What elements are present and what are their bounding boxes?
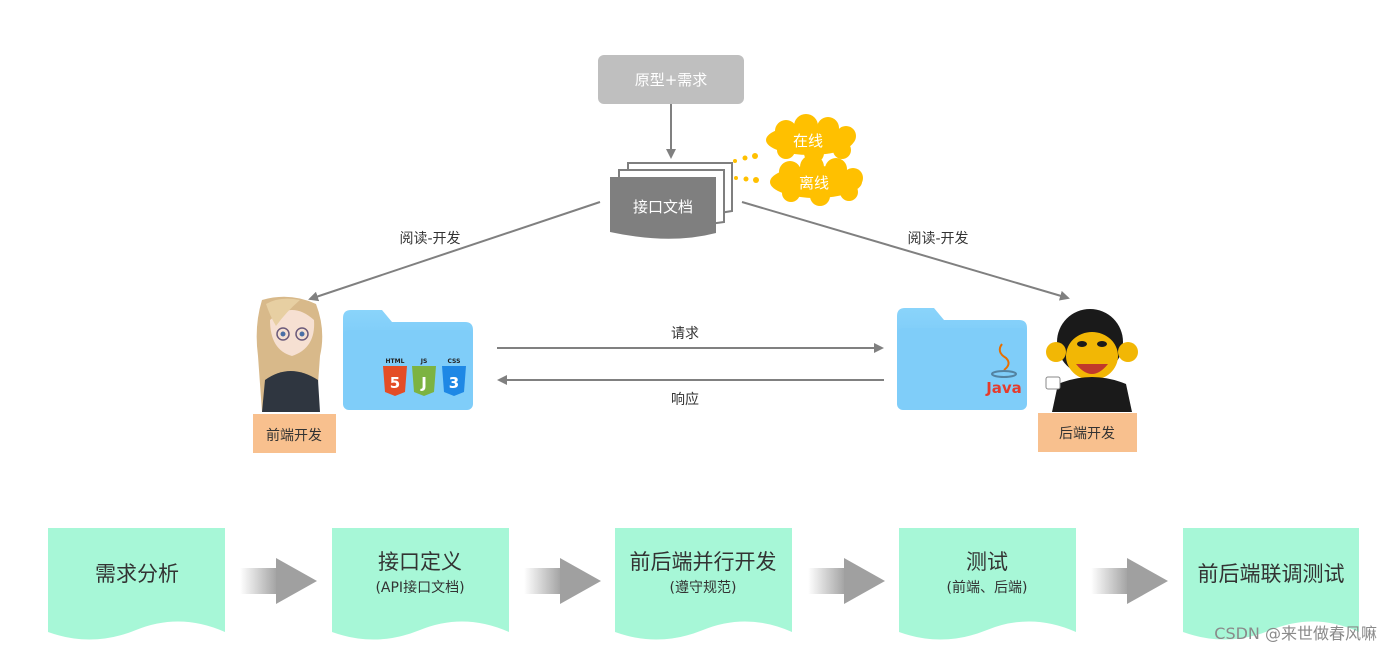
flow-step-parallel-dev: 前后端并行开发 (遵守规范) (615, 528, 792, 640)
read-dev-right-label: 阅读-开发 (907, 230, 968, 247)
read-dev-left-label: 阅读-开发 (399, 230, 460, 247)
read-dev-right-arrow (741, 201, 1070, 301)
flow-step-sub: (前端、后端) (947, 579, 1028, 596)
online-label: 在线 (793, 132, 823, 150)
request-label: 请求 (671, 326, 699, 342)
prototype-box: 原型+需求 (598, 55, 744, 104)
css3-icon: CSS 3 (442, 358, 466, 396)
frontend-folder: HTML 5 JS J CSS 3 (343, 310, 473, 410)
prototype-label: 原型+需求 (635, 71, 708, 89)
backend-label: 后端开发 (1059, 426, 1115, 442)
css-badge-label: CSS (448, 358, 461, 365)
thought-dots (733, 153, 759, 183)
java-label: Java (985, 379, 1022, 397)
flow-step-title: 前后端联调测试 (1198, 562, 1345, 586)
flow-step-api-definition: 接口定义 (API接口文档) (332, 528, 509, 640)
js-icon: JS J (412, 358, 436, 396)
process-flow: 需求分析 接口定义 (API接口文档) 前后端并行开发 (遵守规范) 测试 (前… (48, 528, 1359, 640)
flow-arrow-4 (1091, 558, 1168, 604)
css-badge-glyph: 3 (449, 374, 459, 392)
offline-label: 离线 (799, 174, 829, 192)
frontend-developer-avatar (256, 296, 323, 412)
frontend-label-box: 前端开发 (253, 414, 336, 453)
flow-step-integration-test: 前后端联调测试 (1183, 528, 1359, 640)
flow-step-title: 测试 (966, 550, 1008, 574)
flow-arrow-1 (240, 558, 317, 604)
flow-step-title: 前后端并行开发 (630, 550, 777, 574)
html-badge-glyph: 5 (390, 374, 400, 392)
read-dev-left-arrow (308, 201, 601, 302)
api-doc-label: 接口文档 (633, 198, 693, 216)
backend-label-box: 后端开发 (1038, 413, 1137, 452)
flow-arrow-2 (524, 558, 601, 604)
offline-cloud: 离线 (770, 155, 863, 206)
flow-step-title: 需求分析 (95, 562, 179, 586)
flow-step-sub: (API接口文档) (375, 579, 464, 596)
backend-developer-avatar (1045, 309, 1138, 412)
watermark: CSDN @来世做春风嘛 (1214, 624, 1377, 643)
backend-folder: Java (897, 308, 1027, 410)
java-icon: Java (985, 343, 1022, 397)
flow-step-title: 接口定义 (378, 550, 462, 574)
api-doc-stack: 接口文档 (610, 162, 733, 239)
response-label: 响应 (671, 391, 699, 408)
flow-arrow-3 (808, 558, 885, 604)
flow-step-testing: 测试 (前端、后端) (899, 528, 1076, 640)
html5-icon: HTML 5 (383, 358, 407, 396)
js-badge-glyph: J (420, 374, 427, 392)
js-badge-label: JS (420, 358, 428, 365)
flow-step-requirements: 需求分析 (48, 528, 225, 640)
frontend-label: 前端开发 (266, 427, 322, 444)
html-badge-label: HTML (386, 358, 405, 365)
flow-step-sub: (遵守规范) (670, 579, 737, 596)
